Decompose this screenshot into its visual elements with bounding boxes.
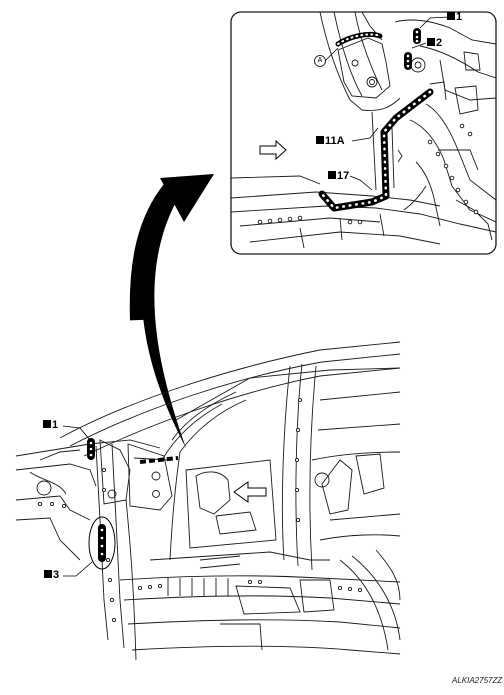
view-direction-right-icon: [259, 139, 287, 161]
callout-text: 2: [436, 37, 443, 49]
callout-inset-2: 2: [427, 38, 442, 49]
callout-square-icon: [316, 136, 324, 144]
front-pillar-weld-highlight: [139, 456, 179, 464]
callout-square-icon: [447, 12, 455, 20]
reference-a-circle: [314, 55, 326, 67]
figure-reference: ALKIA2757ZZ: [452, 676, 503, 685]
transition-arrow-icon: [129, 174, 214, 448]
main-body-view: [15, 341, 401, 661]
callout-main-1: 1: [43, 420, 58, 431]
callout-main-3: 3: [44, 570, 59, 581]
callout-square-icon: [328, 171, 336, 179]
callout-text: 3: [53, 569, 60, 581]
weld-seam-2: [335, 31, 412, 70]
callout-text: 11A: [325, 135, 345, 147]
callout-text: 1: [52, 419, 59, 431]
callout-square-icon: [427, 38, 435, 46]
callout-text: 17: [337, 170, 350, 182]
callout-square-icon: [43, 420, 51, 428]
inset-panel: [230, 11, 497, 255]
callout-square-icon: [44, 570, 52, 578]
main-weld-seam-3: [88, 516, 116, 570]
callout-text: 1: [456, 11, 463, 23]
main-weld-seam-1: [87, 438, 95, 460]
callout-inset-1: 1: [447, 12, 462, 23]
view-direction-left-icon: [233, 481, 267, 503]
weld-seam-11a-17: [318, 88, 434, 212]
callout-inset-11a: 11A: [316, 136, 345, 147]
callout-inset-17: 17: [328, 171, 349, 182]
callout-text: A: [317, 57, 323, 64]
weld-seam-1: [413, 28, 421, 44]
callout-inset-a: A: [316, 57, 324, 64]
